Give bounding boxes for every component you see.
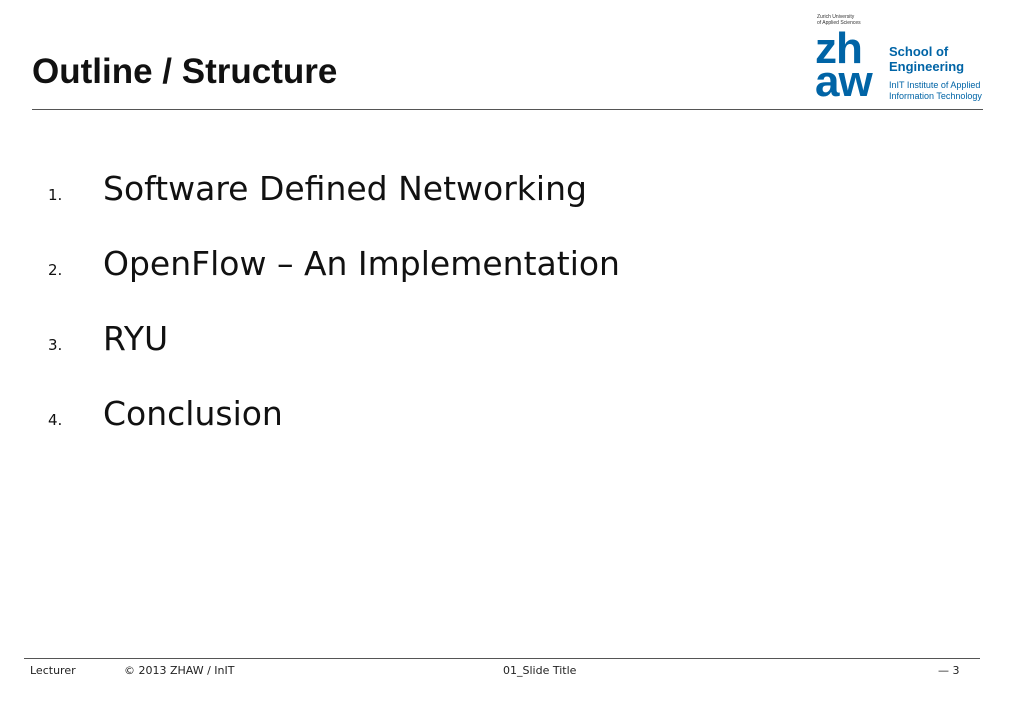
- footer-slide-name: 01_Slide Title: [503, 664, 577, 677]
- footer-lecturer: Lecturer: [30, 664, 76, 677]
- outline-item-text: RYU: [103, 319, 169, 358]
- logo-institute-text: InIT Institute of Applied Information Te…: [889, 80, 982, 101]
- outline-item-number: 3.: [48, 336, 63, 354]
- title-divider: [32, 109, 983, 110]
- outline-item-text: OpenFlow – An Implementation: [103, 244, 620, 283]
- outline-item-number: 4.: [48, 411, 63, 429]
- logo-mark: zh aw: [815, 24, 873, 106]
- footer-page-number: — 3: [938, 664, 960, 677]
- outline-item-text: Software Defined Networking: [103, 169, 587, 208]
- logo-school-text: School of Engineering: [889, 44, 965, 74]
- outline-item-text: Conclusion: [103, 394, 283, 433]
- logo-university-text: Zurich University of Applied Sciences: [817, 14, 861, 26]
- outline-item-number: 2.: [48, 261, 63, 279]
- slide-title: Outline / Structure: [32, 52, 338, 91]
- footer-copyright: © 2013 ZHAW / InIT: [124, 664, 235, 677]
- zhaw-logo: Zurich University of Applied Sciences zh…: [815, 14, 995, 106]
- outline-item-number: 1.: [48, 186, 63, 204]
- footer-divider: [24, 658, 980, 659]
